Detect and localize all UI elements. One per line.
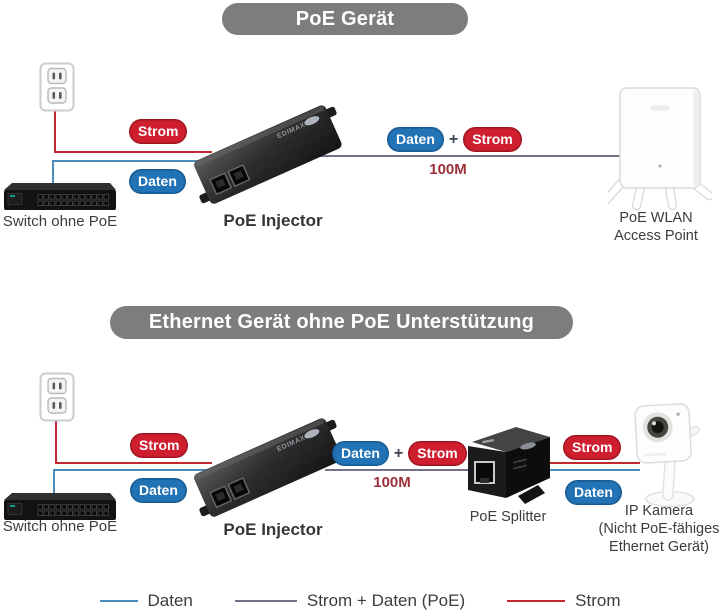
plus-sign-s2: +	[393, 444, 404, 462]
distance-label-s2: 100M	[373, 474, 411, 491]
daten-strom-pill-group-s1: Daten + Strom	[387, 127, 522, 152]
strom-pill-s2-label: Strom	[139, 437, 180, 453]
strom-line-vertical-2	[55, 419, 57, 464]
daten-pill-s1: Daten	[129, 169, 186, 194]
access-point-label-line1: PoE WLAN	[619, 210, 693, 226]
daten-pill-splitter-out-label: Daten	[574, 484, 613, 500]
strom-pill-s2-mid-label: Strom	[417, 445, 458, 461]
daten-line-vertical-1	[52, 160, 54, 185]
daten-pill-s1-right: Daten	[387, 127, 444, 152]
strom-pill-s1-label: Strom	[138, 123, 179, 139]
poe-splitter-device	[458, 420, 558, 515]
access-point-label: PoE WLAN Access Point	[600, 209, 712, 245]
camera-label: IP Kamera (Nicht PoE-fähiges Ethernet Ge…	[592, 502, 720, 556]
network-switch-icon	[4, 493, 116, 520]
legend-item-poe: Strom + Daten (PoE)	[234, 591, 466, 611]
strom-line-vertical-1	[54, 108, 56, 153]
daten-pill-s2: Daten	[130, 478, 187, 503]
poe-injector-device-2: EDIMAX	[188, 398, 348, 543]
daten-pill-s2-label: Daten	[139, 482, 178, 498]
legend-label-daten: Daten	[147, 591, 193, 610]
daten-line-swatch	[99, 600, 138, 602]
access-point-device	[601, 86, 714, 223]
camera-label-line3: Ethernet Gerät)	[609, 539, 709, 556]
daten-pill-s1-label: Daten	[138, 173, 177, 189]
access-point-label-line2: Access Point	[614, 228, 698, 245]
switch-device-2	[4, 491, 116, 528]
legend-item-strom: Strom	[507, 591, 620, 611]
strom-pill-s1-right: Strom	[463, 127, 522, 152]
splitter-label: PoE Splitter	[469, 509, 547, 525]
ip-camera-device	[628, 400, 710, 517]
legend-label-strom: Strom	[575, 591, 621, 610]
poe-injector-icon: EDIMAX	[194, 105, 342, 204]
daten-line-horizontal-1	[52, 160, 224, 162]
daten-pill-splitter-out: Daten	[565, 480, 622, 505]
injector-label-s1: PoE Injector	[223, 211, 323, 230]
plus-sign-s1: +	[448, 130, 459, 148]
daten-pill-s2-mid: Daten	[332, 441, 389, 466]
strom-pill-splitter-out-label: Strom	[572, 439, 613, 455]
poe-line-2	[325, 469, 470, 471]
legend: Daten Strom + Daten (PoE) Strom	[0, 591, 720, 611]
camera-label-line2: (Nicht PoE-fähiges	[598, 521, 720, 538]
power-outlet-1	[38, 62, 76, 117]
strom-pill-s1: Strom	[129, 119, 188, 144]
strom-line-swatch	[507, 600, 566, 602]
network-switch-icon	[4, 183, 116, 210]
daten-strom-pill-group-s2: Daten + Strom	[332, 441, 467, 466]
distance-label-s1: 100M	[429, 161, 467, 178]
poe-injector-device-1: EDIMAX	[188, 85, 348, 230]
daten-line-vertical-2	[53, 469, 55, 494]
section1-title-banner: PoE Gerät	[222, 3, 468, 35]
poe-line-swatch	[234, 600, 297, 602]
power-outlet-icon	[39, 372, 75, 422]
strom-line-splitter-camera	[546, 462, 640, 464]
daten-line-splitter-camera	[546, 469, 640, 471]
section2-title-banner: Ethernet Gerät ohne PoE Unterstützung	[110, 306, 573, 339]
switch-device-1	[4, 181, 116, 218]
strom-pill-s1-right-label: Strom	[472, 131, 513, 147]
injector-label-s2: PoE Injector	[223, 520, 323, 539]
daten-pill-s1-right-label: Daten	[396, 131, 435, 147]
poe-line-1	[320, 155, 622, 157]
section2-title: Ethernet Gerät ohne PoE Unterstützung	[148, 311, 535, 333]
section1-title: PoE Gerät	[295, 7, 395, 30]
strom-pill-s2: Strom	[130, 433, 189, 458]
strom-line-horizontal-2	[55, 462, 212, 464]
strom-pill-splitter-out: Strom	[563, 435, 622, 460]
ip-camera-icon	[634, 403, 700, 508]
legend-label-poe: Strom + Daten (PoE)	[306, 591, 466, 610]
switch-label-s2: Switch ohne PoE	[2, 518, 118, 535]
strom-pill-s2-mid: Strom	[408, 441, 467, 466]
wlan-access-point-icon	[601, 87, 714, 211]
poe-injector-icon: EDIMAX	[194, 418, 342, 517]
switch-label-s1: Switch ohne PoE	[2, 213, 118, 230]
power-outlet-2	[38, 372, 76, 427]
strom-line-horizontal-1	[54, 151, 212, 153]
daten-pill-s2-mid-label: Daten	[341, 445, 380, 461]
daten-line-horizontal-2	[53, 469, 224, 471]
camera-label-line1: IP Kamera	[624, 503, 694, 519]
power-outlet-icon	[39, 62, 75, 112]
legend-item-daten: Daten	[99, 591, 193, 611]
poe-splitter-icon	[468, 427, 550, 504]
